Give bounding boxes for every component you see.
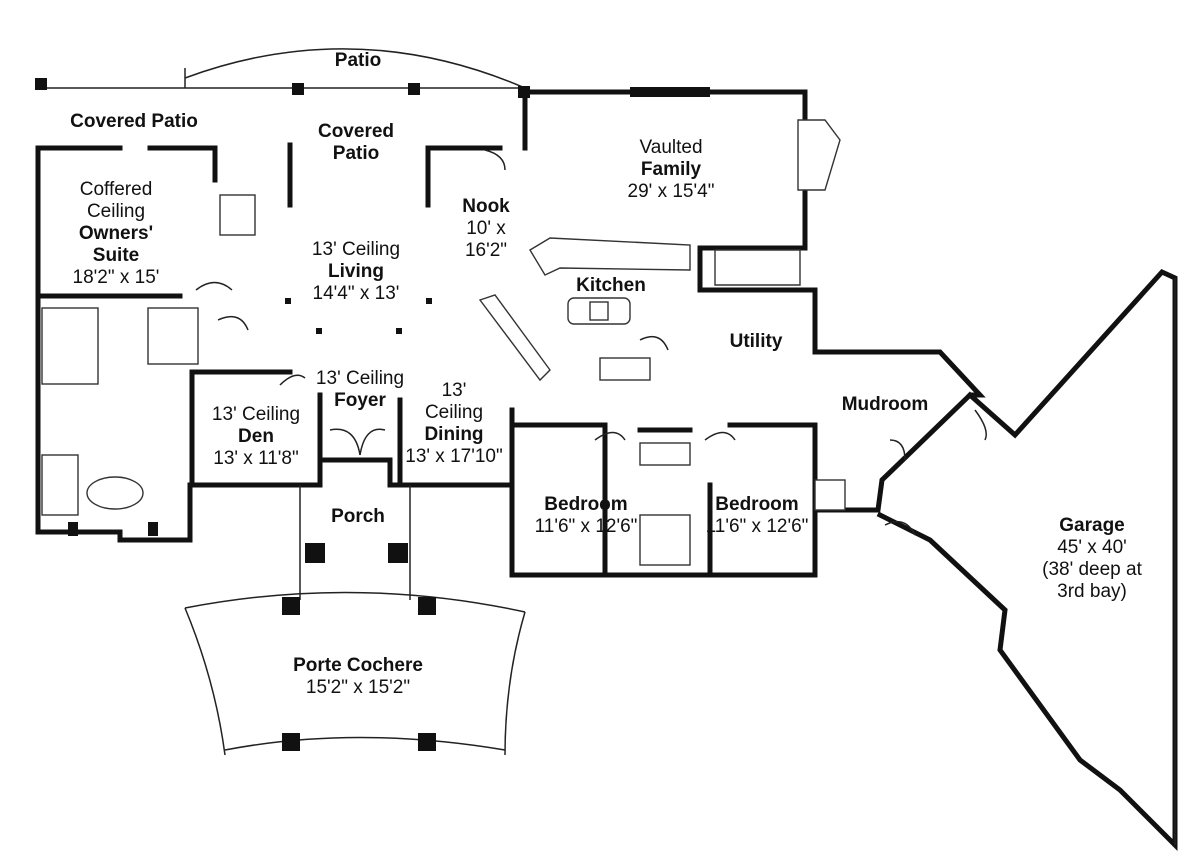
foyer-name: Foyer (334, 390, 386, 411)
garage-label: Garage 45' x 40' (38' deep at 3rd bay) (1042, 515, 1142, 603)
family-note: Vaulted (639, 137, 703, 158)
bedroom-right-dims: 11'6" x 12'6" (705, 516, 809, 537)
bedroom-left-label: Bedroom 11'6" x 12'6" (535, 494, 638, 538)
covered-patio-line1: Covered (317, 121, 395, 142)
dining-label: 13' Ceiling Dining 13' x 17'10" (405, 380, 502, 468)
den-dims: 13' x 11'8" (213, 448, 299, 469)
dining-dims: 13' x 17'10" (405, 446, 503, 467)
bath-fixtures (41, 194, 846, 566)
garage-note2: 3rd bay) (1057, 581, 1127, 602)
covered-patio-left-name: Covered Patio (70, 111, 198, 132)
family-label: Vaulted Family 29' x 15'4" (628, 137, 715, 203)
living-name: Living (328, 261, 384, 282)
porte-cochere-label: Porte Cochere 15'2" x 15'2" (293, 655, 423, 699)
porte-cochere-outline (184, 485, 526, 756)
den-note: 13' Ceiling (211, 404, 301, 425)
owners-suite-note1: Coffered (79, 179, 153, 200)
owners-suite-label: Coffered Ceiling Owners' Suite 18'2" x 1… (73, 179, 160, 289)
dining-note2: Ceiling (424, 402, 484, 423)
owners-suite-name2: Suite (92, 245, 140, 266)
patio-name: Patio (334, 50, 382, 71)
garage-walls (876, 268, 1178, 852)
covered-patio-line2: Patio (332, 143, 380, 164)
owners-suite-dims: 18'2" x 15' (72, 267, 160, 288)
garage-name: Garage (1059, 515, 1125, 536)
kitchen-fixtures (478, 237, 801, 382)
living-note: 13' Ceiling (311, 239, 401, 260)
bedroom-right-name: Bedroom (715, 494, 799, 515)
garage-dims: 45' x 40' (1057, 537, 1127, 558)
covered-patio-center-label: Covered Patio (318, 121, 394, 165)
kitchen-label: Kitchen (576, 275, 646, 297)
nook-label: Nook 10' x 16'2" (462, 196, 510, 262)
mudroom-name: Mudroom (841, 394, 929, 415)
nook-name: Nook (462, 196, 510, 217)
den-label: 13' Ceiling Den 13' x 11'8" (212, 404, 300, 470)
bedroom-left-dims: 11'6" x 12'6" (534, 516, 638, 537)
owners-suite-name1: Owners' (78, 223, 154, 244)
kitchen-name: Kitchen (576, 275, 646, 296)
patio-label: Patio (335, 50, 381, 72)
den-name: Den (238, 426, 274, 447)
dining-name: Dining (424, 424, 484, 445)
family-name: Family (640, 159, 702, 180)
family-dims: 29' x 15'4" (627, 181, 715, 202)
nook-dims1: 10' x (466, 218, 506, 239)
fireplace (630, 87, 841, 191)
porch-name: Porch (331, 506, 385, 527)
nook-dims2: 16'2" (464, 240, 508, 261)
living-label: 13' Ceiling Living 14'4" x 13' (312, 239, 400, 305)
owners-suite-note2: Ceiling (86, 201, 146, 222)
garage-note1: (38' deep at (1042, 559, 1142, 580)
utility-name: Utility (729, 331, 783, 352)
porte-cochere-name: Porte Cochere (293, 655, 423, 676)
bedroom-left-name: Bedroom (544, 494, 628, 515)
porte-cochere-dims: 15'2" x 15'2" (305, 677, 411, 698)
door-swings (195, 149, 987, 536)
dining-note1: 13' (441, 380, 467, 401)
covered-patio-left-label: Covered Patio (70, 111, 198, 133)
posts (35, 78, 530, 751)
porch-label: Porch (331, 506, 385, 528)
foyer-label: 13' Ceiling Foyer (316, 368, 404, 412)
patio-arc (38, 48, 526, 89)
foyer-note: 13' Ceiling (315, 368, 405, 389)
utility-label: Utility (730, 331, 783, 353)
bedroom-right-label: Bedroom 11'6" x 12'6" (706, 494, 809, 538)
mudroom-label: Mudroom (842, 394, 929, 416)
living-dims: 14'4" x 13' (312, 283, 400, 304)
